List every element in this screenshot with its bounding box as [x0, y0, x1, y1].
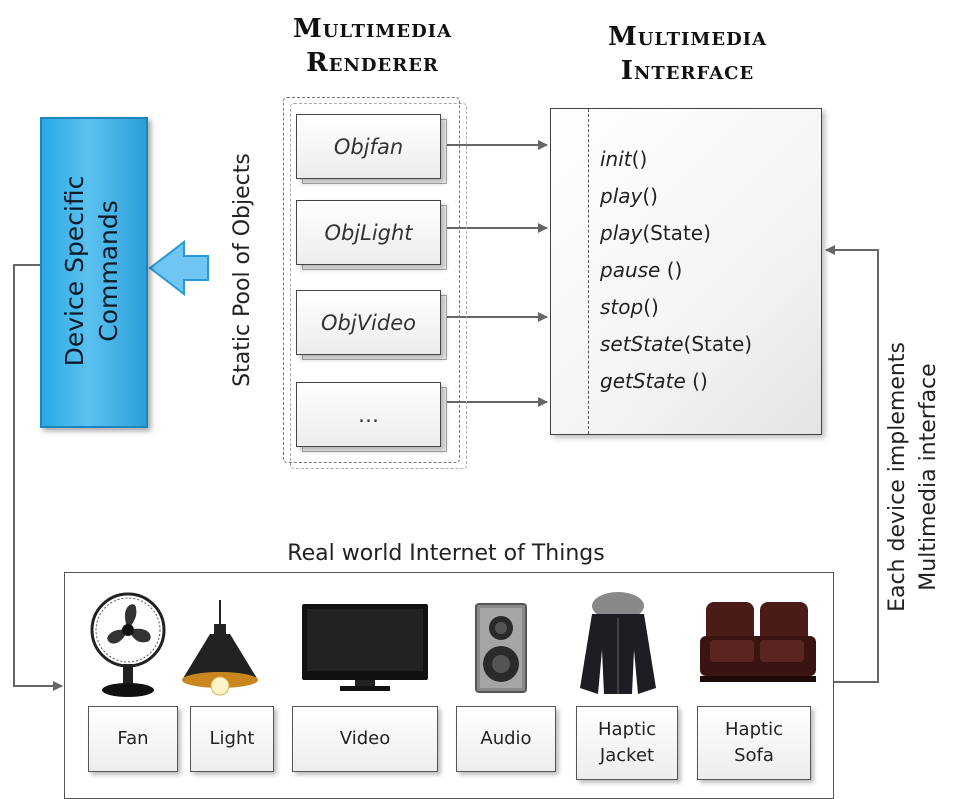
method-play-state: play(State) — [600, 221, 711, 245]
object-objfan: Objfan — [296, 114, 441, 179]
device-label-audio: Audio — [456, 706, 556, 772]
device-label-haptic-jacket: Haptic Jacket — [576, 706, 678, 780]
device-label-jacket-line1: Haptic — [598, 719, 656, 740]
object-objlight: ObjLight — [296, 200, 441, 265]
device-label-video: Video — [292, 706, 438, 772]
method-init: init() — [600, 147, 648, 171]
interface-method-list: init() play() play(State) pause () stop(… — [600, 141, 752, 400]
renderer-heading-line2: Renderer — [306, 48, 439, 78]
device-label-light: Light — [190, 706, 274, 772]
method-stop: stop() — [600, 295, 659, 319]
method-setstate: setState(State) — [600, 332, 753, 356]
pool-shadow — [290, 103, 467, 469]
object-objvideo: ObjVideo — [296, 290, 441, 355]
jacket-icon — [580, 592, 656, 694]
method-play: play() — [600, 184, 658, 208]
interface-heading-line1: Multimedia — [607, 22, 768, 52]
device-commands-line1: Device Specific — [60, 175, 89, 367]
implements-line1: Each device implements — [885, 342, 910, 612]
arrow-commands-to-devices — [13, 264, 63, 691]
device-label-haptic-sofa: Haptic Sofa — [697, 706, 811, 780]
arrow-implements — [825, 245, 879, 683]
renderer-heading: Multimedia Renderer — [255, 12, 490, 80]
device-label-sofa-line1: Haptic — [725, 719, 783, 740]
multimedia-interface-box: init() play() play(State) pause () stop(… — [550, 108, 822, 435]
device-label-audio-text: Audio — [480, 728, 532, 749]
device-commands-box — [40, 117, 148, 428]
device-label-light-text: Light — [209, 728, 255, 749]
sofa-icon — [700, 602, 816, 682]
speaker-icon — [475, 603, 527, 693]
iot-title: Real world Internet of Things — [287, 541, 605, 566]
device-commands-line2: Commands — [94, 200, 123, 342]
device-label-fan-text: Fan — [117, 728, 149, 749]
method-pause: pause () — [600, 258, 683, 282]
object-more: … — [296, 382, 441, 447]
interface-dashed-divider — [588, 109, 589, 434]
pool-label: Static Pool of Objects — [230, 153, 255, 387]
method-getstate: getState () — [600, 369, 708, 393]
device-label-sofa-line2: Sofa — [734, 745, 774, 766]
big-blue-arrow — [148, 239, 209, 297]
implements-line2: Multimedia interface — [916, 363, 941, 591]
object-pool — [283, 97, 460, 463]
interface-heading: Multimedia Interface — [555, 20, 820, 88]
device-label-fan: Fan — [88, 706, 178, 772]
device-label-video-text: Video — [339, 728, 391, 749]
pendant-lamp-icon — [182, 600, 258, 696]
implements-label: Each device implements Multimedia interf… — [882, 307, 944, 647]
device-commands-label: Device Specific Commands — [58, 116, 128, 426]
television-icon — [302, 604, 428, 691]
device-label-jacket-line2: Jacket — [599, 745, 655, 766]
interface-heading-line2: Interface — [620, 56, 755, 86]
renderer-heading-line1: Multimedia — [292, 14, 453, 44]
fan-icon — [90, 592, 166, 697]
